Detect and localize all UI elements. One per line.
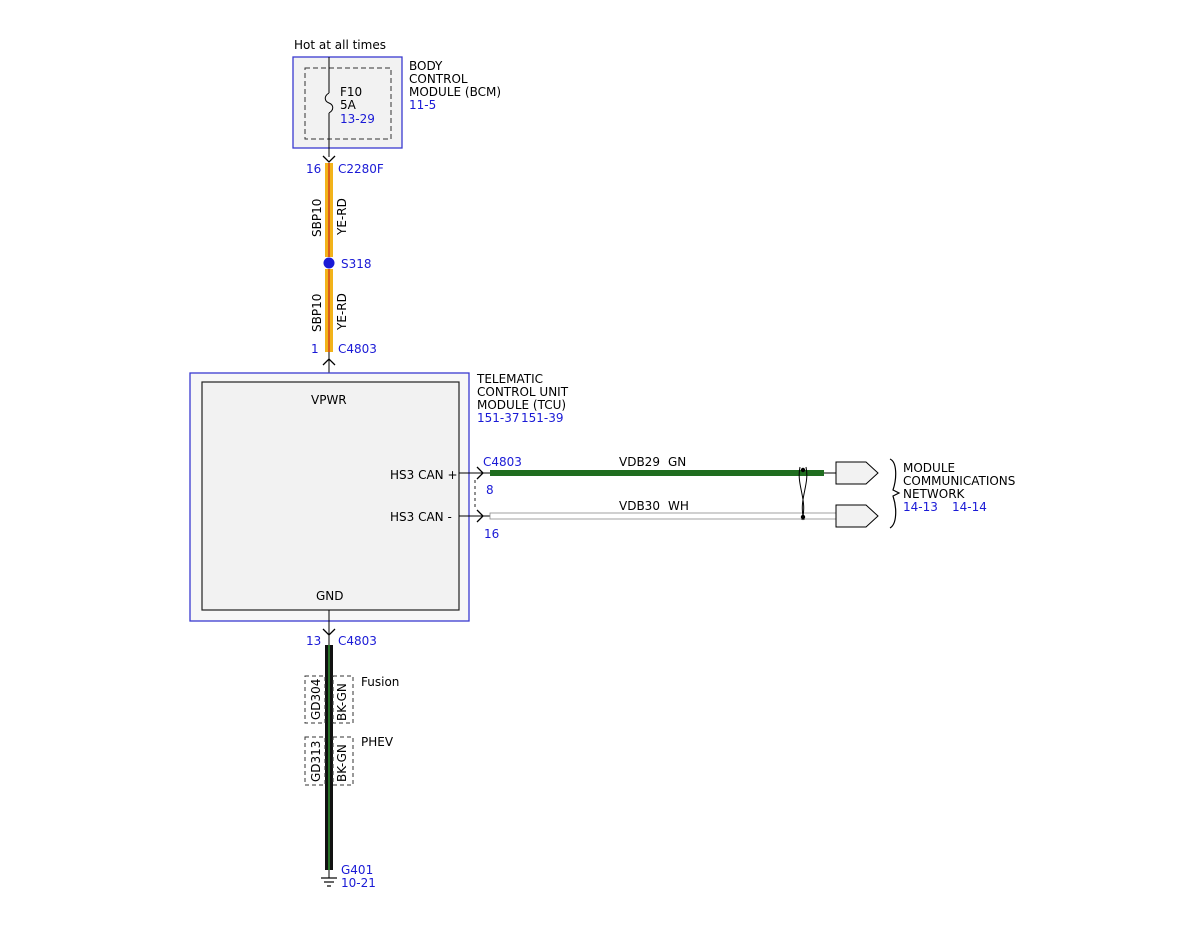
network-bracket (889, 458, 901, 529)
fuse-rating: 5A (340, 98, 357, 112)
wire-sbp10-lower (325, 269, 333, 352)
wire-upper-circuit: SBP10 (310, 199, 324, 237)
network-tag-plus (835, 461, 879, 485)
tcu-ground-pin: 13 (306, 634, 321, 648)
c2280f-connector-symbol (322, 155, 336, 163)
tcu-inner-box (201, 381, 460, 611)
tcu-power-connector: C4803 (338, 342, 377, 356)
ground-option-2-circuit: GD313 (309, 741, 323, 782)
fuse-ref: 13-29 (340, 112, 375, 126)
ground-name: G401 (341, 863, 373, 877)
tcu-vpwr-label: VPWR (311, 393, 347, 407)
ground-option-phev: GD313 BK-GN PHEV (304, 735, 394, 786)
network-name-line-2: COMMUNICATIONS (903, 474, 1015, 488)
tcu-page-ref-2: 151-39 (521, 411, 564, 425)
network-name-line-3: NETWORK (903, 487, 966, 501)
wire-vdb29-color: GN (668, 455, 686, 469)
can-plus-pin: 8 (486, 483, 494, 497)
power-source-label: Hot at all times (294, 38, 386, 52)
fuse-symbol (324, 92, 334, 114)
ground-option-1-color: BK-GN (335, 683, 349, 721)
tcu-module: VPWR GND HS3 CAN + HS3 CAN - (189, 372, 470, 622)
bcm-outer-box (292, 56, 403, 149)
wire-vdb29 (490, 470, 824, 476)
fuse-id: F10 (340, 85, 362, 99)
wire-upper-color: YE-RD (335, 198, 349, 236)
twisted-pair-top-node (800, 467, 806, 473)
bcm-page-ref: 11-5 (409, 98, 436, 112)
tcu-name-line-1: TELEMATIC (476, 372, 543, 386)
tcu-can-plus-label: HS3 CAN + (390, 468, 458, 482)
bcm-fuse-box (304, 67, 392, 140)
can-minus-connector-symbol (476, 509, 484, 523)
tcu-power-connector-symbol (322, 358, 336, 366)
bcm-name-line-1: BODY (409, 59, 443, 73)
wire-sbp10-upper (325, 163, 333, 257)
wire-vdb30-circuit: VDB30 (619, 499, 660, 513)
network-page-ref-1: 14-13 (903, 500, 938, 514)
twisted-pair-bottom-node (800, 514, 806, 520)
can-minus-pin: 16 (484, 527, 499, 541)
tcu-gnd-label: GND (316, 589, 344, 603)
wire-vdb30 (489, 512, 837, 520)
tcu-ground-connector: C4803 (338, 634, 377, 648)
bcm-module: F10 5A 13-29 (292, 56, 403, 157)
ground-option-1-circuit: GD304 (309, 679, 323, 720)
tcu-page-ref-1: 151-37 (477, 411, 520, 425)
wire-lower-circuit: SBP10 (310, 294, 324, 332)
c2280f-pin: 16 (306, 162, 321, 176)
ground-option-2-color: BK-GN (335, 744, 349, 782)
can-connector-name: C4803 (483, 455, 522, 469)
tcu-ground-connector-symbol (322, 628, 336, 636)
ground-ref: 10-21 (341, 876, 376, 890)
wire-vdb29-circuit: VDB29 (619, 455, 660, 469)
can-plus-connector-symbol (476, 466, 484, 480)
tcu-name-line-3: MODULE (TCU) (477, 398, 566, 412)
tcu-power-pin: 1 (311, 342, 319, 356)
c2280f-name: C2280F (338, 162, 384, 176)
wire-vdb30-color: WH (668, 499, 689, 513)
splice-s318-dot (323, 257, 335, 269)
ground-option-1-variant: Fusion (361, 675, 399, 689)
splice-s318-label: S318 (341, 257, 372, 271)
tcu-can-minus-label: HS3 CAN - (390, 510, 452, 524)
bcm-name-line-3: MODULE (BCM) (409, 85, 501, 99)
wire-ground (325, 645, 333, 870)
network-page-ref-2: 14-14 (952, 500, 987, 514)
ground-option-fusion: GD304 BK-GN Fusion (304, 675, 399, 724)
network-tag-minus (835, 504, 879, 528)
tcu-name-line-2: CONTROL UNIT (477, 385, 569, 399)
wire-lower-color: YE-RD (335, 293, 349, 331)
ground-symbol (321, 870, 337, 887)
ground-option-2-variant: PHEV (361, 735, 394, 749)
network-name-line-1: MODULE (903, 461, 955, 475)
bcm-name-line-2: CONTROL (409, 72, 468, 86)
